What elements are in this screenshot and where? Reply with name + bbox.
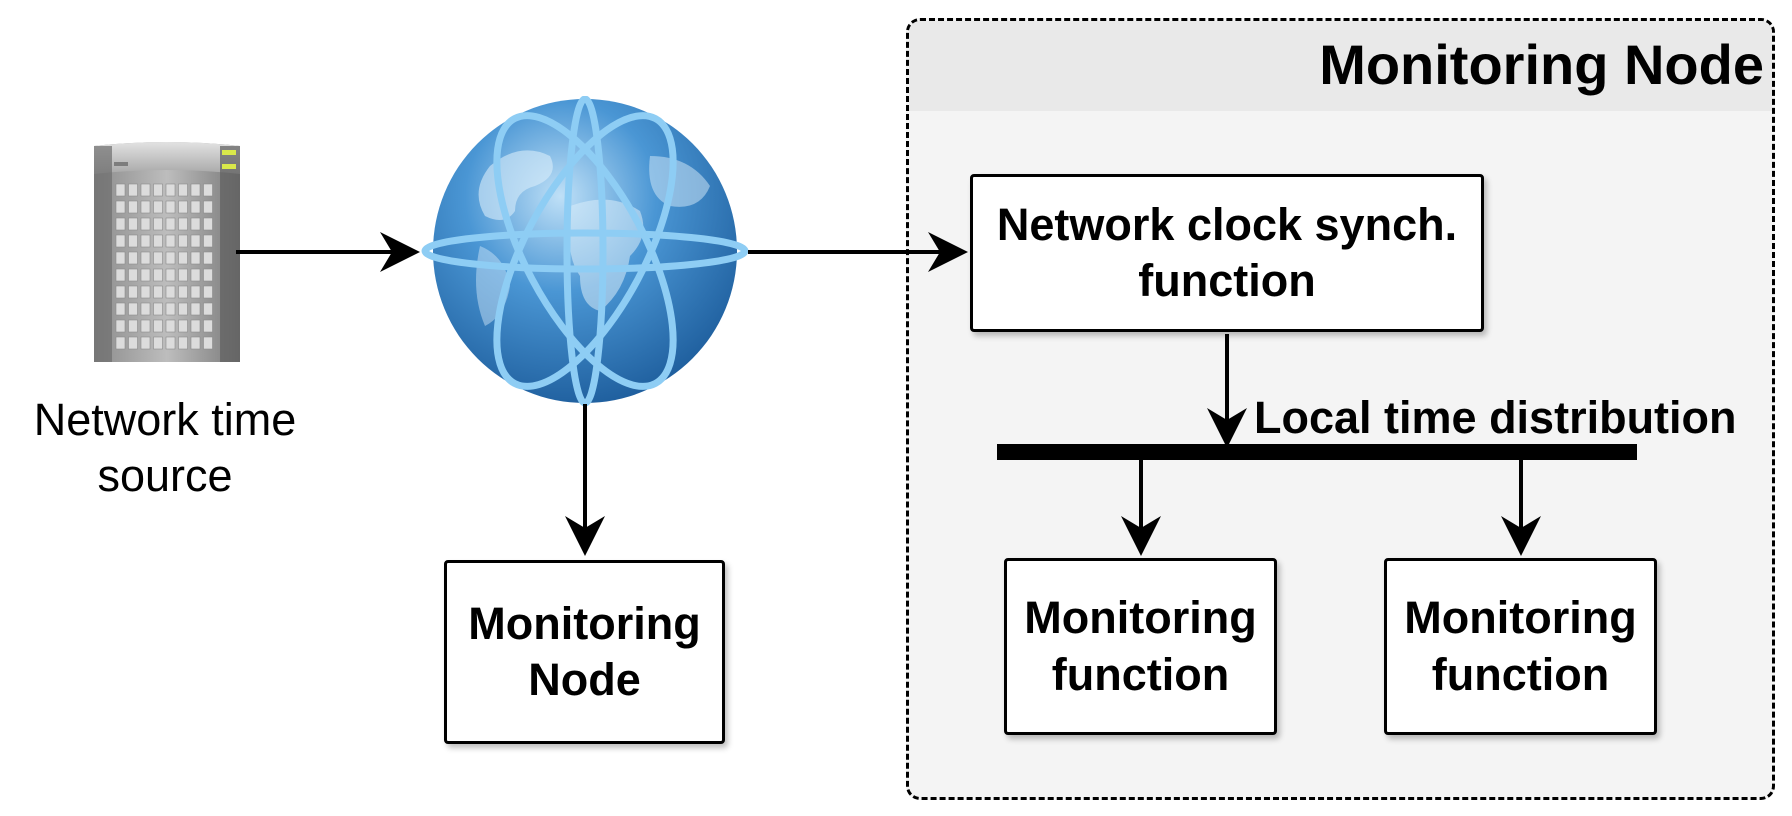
server-slot	[128, 285, 138, 299]
bus-label: Local time distribution	[1254, 392, 1737, 443]
server-slot	[203, 268, 213, 282]
server-slot	[165, 217, 176, 231]
server-slot	[115, 285, 126, 299]
server-slot	[178, 268, 188, 282]
server-icon	[94, 142, 240, 362]
monitoring-function-1-label: Monitoring function	[1024, 592, 1257, 700]
monitoring-function-1: Monitoring function	[1004, 558, 1277, 735]
server-slot	[115, 319, 126, 333]
clock-sync-label: Network clock synch. function	[996, 198, 1458, 306]
server-slot	[178, 336, 188, 350]
server-slot	[203, 251, 213, 265]
server-slot	[128, 234, 138, 248]
monitoring-function-2: Monitoring function	[1384, 558, 1657, 735]
server-slot	[115, 234, 126, 248]
server-slot	[153, 183, 163, 197]
server-slot	[178, 217, 188, 231]
server-slot	[115, 183, 126, 197]
server-slot	[190, 200, 201, 214]
time-source-label: Network time source	[33, 394, 297, 502]
server-slot	[128, 251, 138, 265]
server-slot	[140, 302, 151, 316]
server-slot	[115, 251, 126, 265]
server-slot	[190, 217, 201, 231]
server-slot	[190, 183, 201, 197]
server-slot	[178, 302, 188, 316]
server-slot	[115, 336, 126, 350]
server-slot	[165, 251, 176, 265]
server-slot	[128, 302, 138, 316]
server-slot	[153, 302, 163, 316]
server-slot	[153, 200, 163, 214]
monitoring-function-2-label: Monitoring function	[1404, 592, 1637, 700]
server-slot	[140, 251, 151, 265]
server-slot	[190, 336, 201, 350]
server-slot	[115, 268, 126, 282]
server-slot	[153, 217, 163, 231]
server-slot	[203, 183, 213, 197]
server-slot	[190, 319, 201, 333]
server-slot	[203, 217, 213, 231]
server-slot	[153, 234, 163, 248]
server-slot	[203, 200, 213, 214]
server-slot	[190, 251, 201, 265]
server-slot	[190, 268, 201, 282]
server-slot	[153, 268, 163, 282]
server-slot	[153, 336, 163, 350]
server-slot	[140, 285, 151, 299]
server-slot	[165, 285, 176, 299]
server-slot	[190, 234, 201, 248]
server-slot	[128, 200, 138, 214]
server-slot	[203, 336, 213, 350]
server-slot	[178, 234, 188, 248]
server-slot	[178, 251, 188, 265]
server-slot	[190, 285, 201, 299]
server-slot	[140, 234, 151, 248]
server-slot	[128, 336, 138, 350]
server-slot	[153, 319, 163, 333]
server-slot	[128, 268, 138, 282]
server-slot	[165, 268, 176, 282]
server-slot	[203, 302, 213, 316]
server-slot	[140, 200, 151, 214]
server-slot	[178, 319, 188, 333]
server-slot	[153, 251, 163, 265]
server-slot	[115, 200, 126, 214]
server-slot	[165, 200, 176, 214]
server-slot	[178, 183, 188, 197]
server-slot	[153, 285, 163, 299]
server-slot	[165, 319, 176, 333]
server-slot	[178, 285, 188, 299]
server-slot	[140, 336, 151, 350]
server-slot	[140, 183, 151, 197]
group-header	[909, 21, 1772, 111]
server-slot	[140, 319, 151, 333]
remote-monitoring-node: Monitoring Node	[444, 560, 725, 744]
server-slot	[178, 200, 188, 214]
group-title: Monitoring Node	[1319, 33, 1764, 96]
server-slot	[165, 234, 176, 248]
server-slot	[190, 302, 201, 316]
server-slot	[165, 336, 176, 350]
globe-icon	[421, 96, 749, 406]
server-slot	[203, 285, 213, 299]
server-slot	[128, 217, 138, 231]
server-slot	[128, 183, 138, 197]
remote-monitoring-node-label: Monitoring Node	[468, 597, 701, 705]
server-slot	[165, 183, 176, 197]
server-slot	[128, 319, 138, 333]
server-slot	[140, 268, 151, 282]
server-slot	[203, 234, 213, 248]
server-slot	[165, 302, 176, 316]
server-slot	[140, 217, 151, 231]
server-slot	[115, 302, 126, 316]
server-slot	[203, 319, 213, 333]
server-slot	[115, 217, 126, 231]
clock-sync-function: Network clock synch. function	[970, 174, 1484, 332]
